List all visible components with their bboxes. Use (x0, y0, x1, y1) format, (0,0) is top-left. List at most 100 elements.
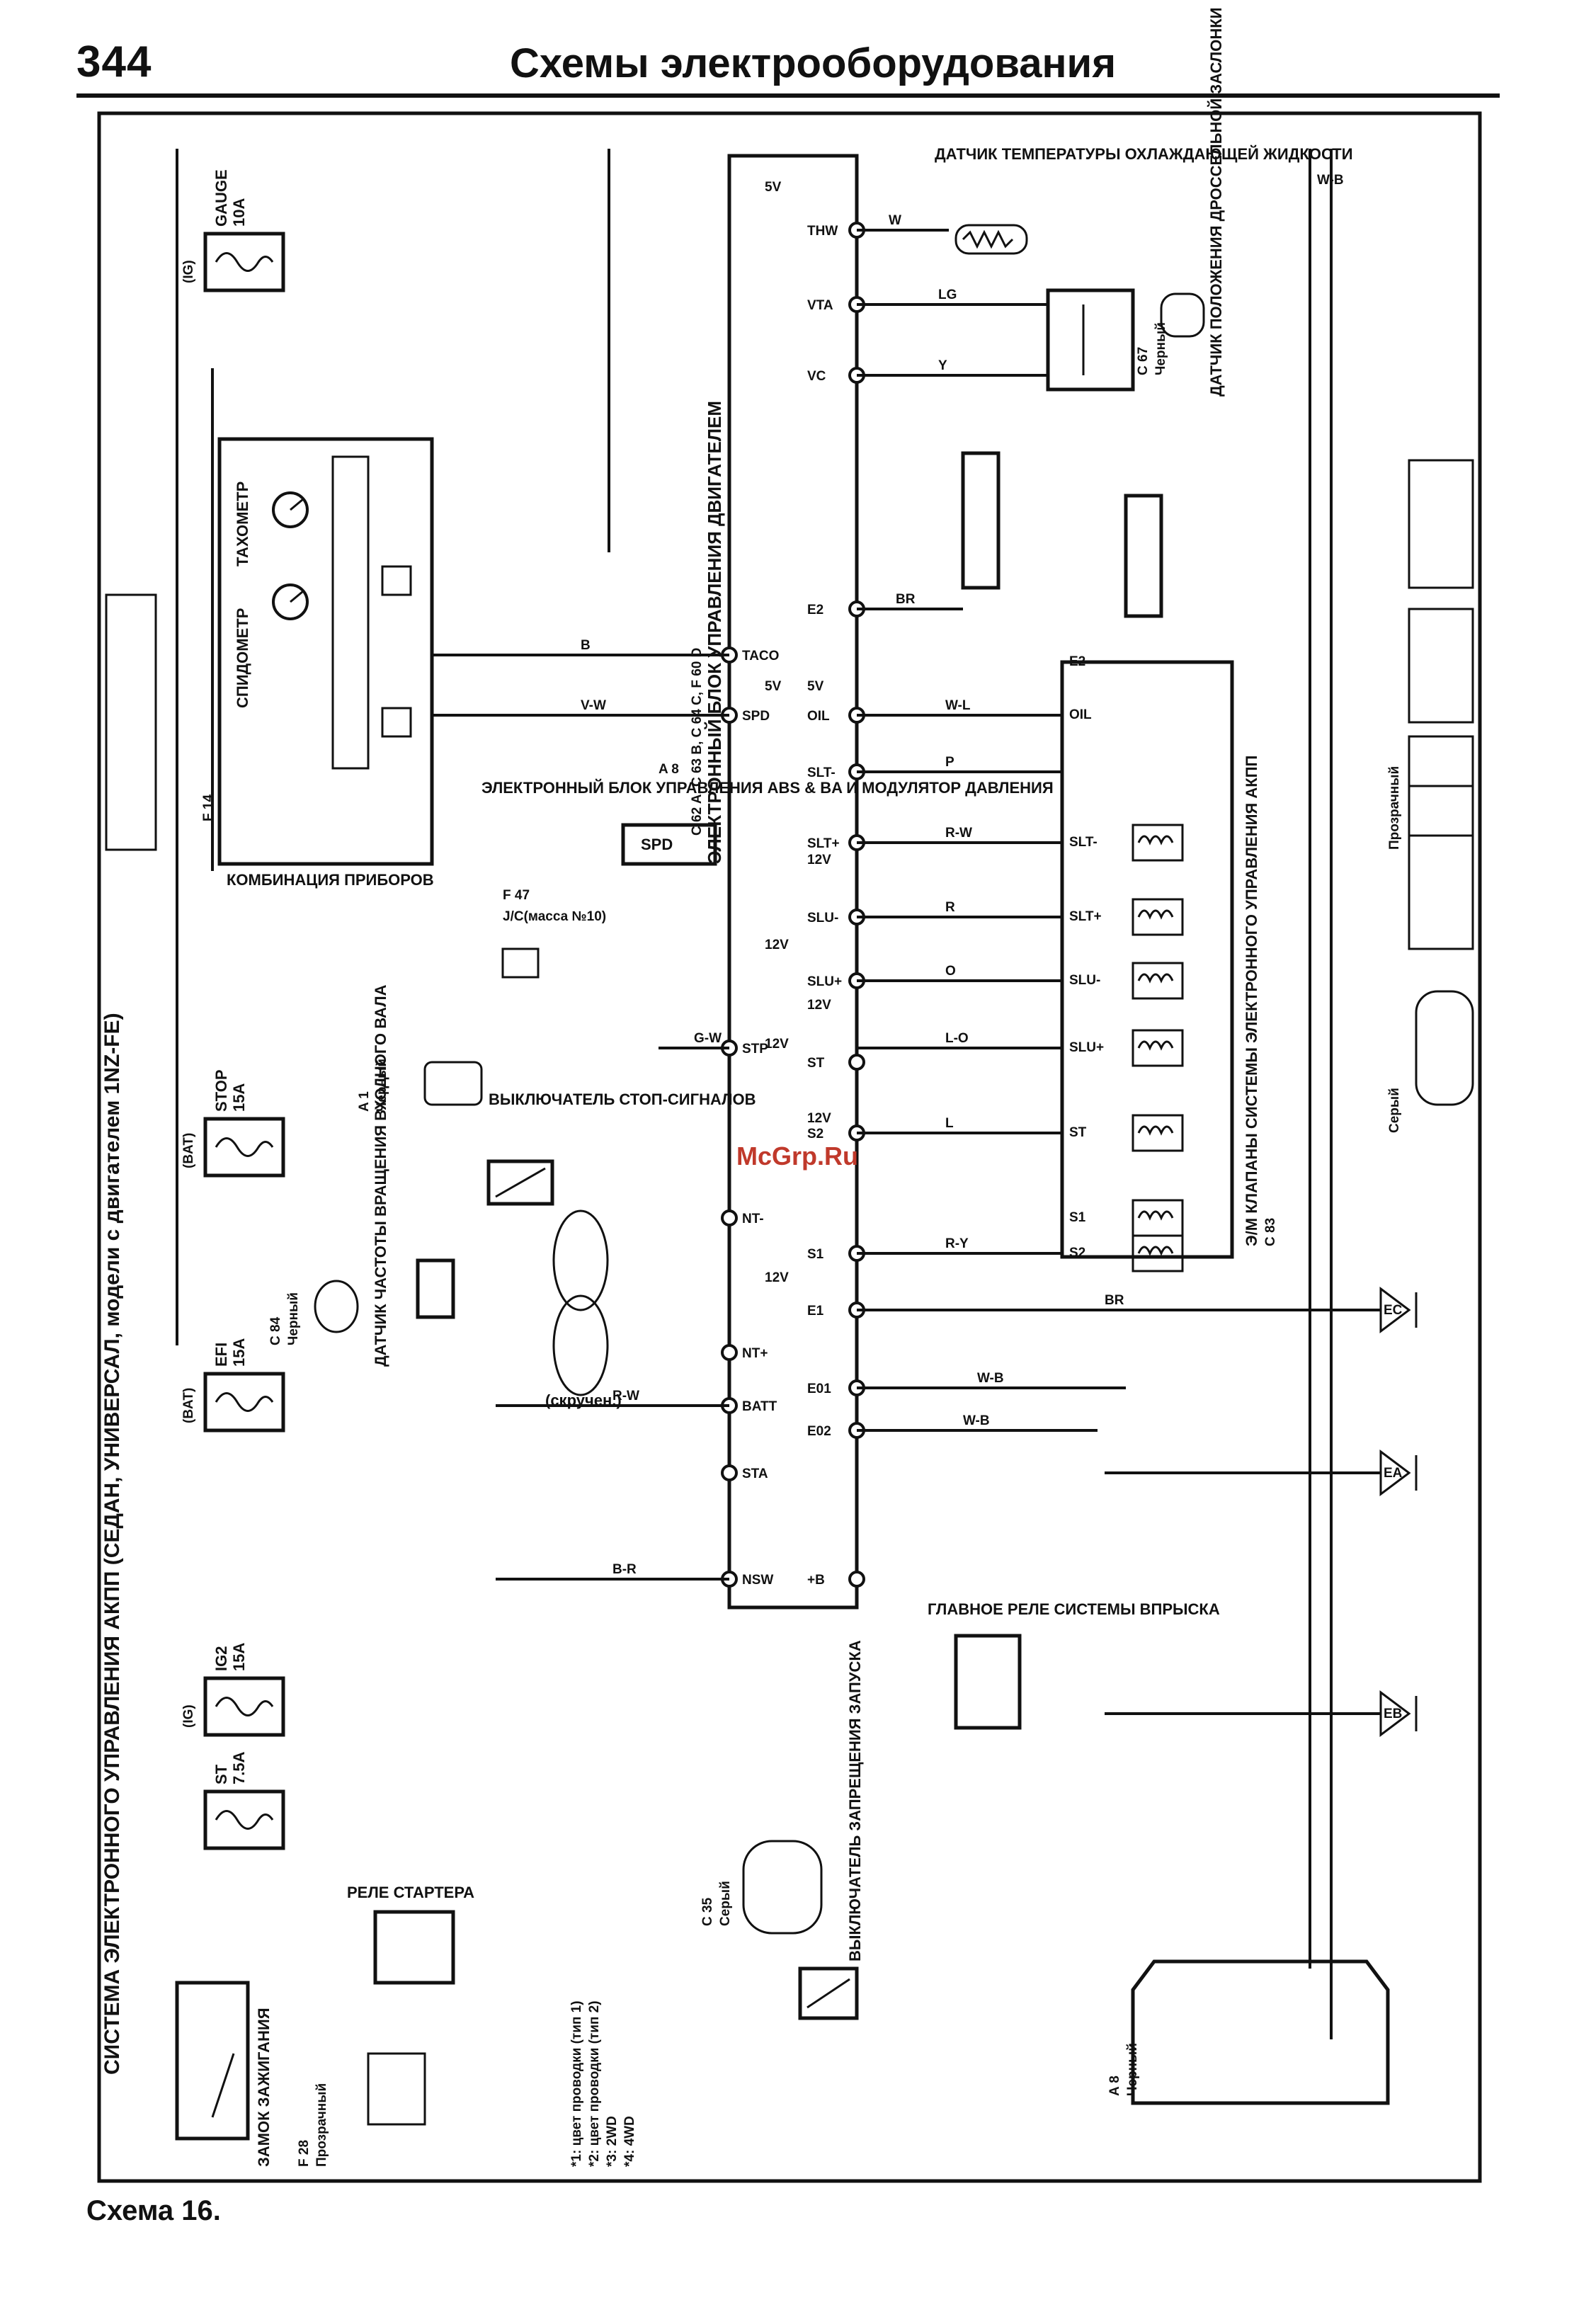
cluster-module-2 (381, 707, 412, 738)
footnotes: *1: цвет проводки (тип 1) *2: цвет прово… (569, 2000, 637, 2167)
ecu-voltage-label: 12V (765, 1270, 789, 1285)
fuse-element-icon (215, 252, 274, 272)
ecu-engine-label: ЭЛЕКТРОННЫЙ БЛОК УПРАВЛЕНИЯ ДВИГАТЕЛЕМ (704, 401, 725, 864)
coolant-sensor-body (954, 224, 1028, 255)
connector-a8-icon (1131, 1959, 1390, 2105)
input-speed-connector-icon (314, 1280, 359, 1333)
ecu-pin-label: E2 (807, 603, 823, 617)
input-speed-sensor-label: ДАТЧИК ЧАСТОТЫ ВРАЩЕНИЯ ВХОДНОГО ВАЛА (372, 984, 389, 1367)
connector-c62-icon (1408, 785, 1474, 950)
ignition-connector-icon (367, 2052, 426, 2126)
fuse-st-icon (203, 1789, 285, 1850)
ecu-pin-label: E1 (807, 1304, 824, 1319)
ecu-pin-label: OIL (807, 709, 830, 724)
instrument-cluster-label: КОМБИНАЦИЯ ПРИБОРОВ (227, 871, 434, 889)
ecu-pin-label: NT+ (742, 1346, 768, 1361)
solenoid-coil-icon (1132, 1234, 1184, 1272)
fuse-source: (BAT) (181, 1133, 196, 1168)
coil-winding-icon (1137, 1210, 1174, 1221)
ground-label: EA (1384, 1466, 1403, 1481)
ecu-pin-label: STA (742, 1467, 768, 1481)
solenoid-coil-icon (1132, 1199, 1184, 1237)
input-speed-ref: C 84 (268, 1316, 283, 1345)
solenoid-pin-slu-: SLU- (1069, 973, 1100, 988)
solenoid-pin-s2: S2 (1069, 1246, 1085, 1260)
wire-color-label: LG (938, 287, 957, 302)
solenoid-pin-slt-: SLT- (1069, 835, 1098, 850)
solenoid-coil-icon (1132, 1114, 1184, 1152)
fuse-rating: 7.5A (230, 1751, 248, 1784)
ignition-ref: F 28 (297, 2140, 312, 2167)
ecu-pin-label: ST (807, 1056, 825, 1071)
connector-a8-color: Черный (1125, 2043, 1140, 2096)
footnote-2: *2: цвет проводки (тип 2) (587, 2000, 602, 2167)
watermark: McGrp.Ru (736, 1141, 859, 1171)
fuse-name: IG2 (212, 1646, 230, 1671)
solenoid-block (1060, 660, 1234, 1259)
wire-color-label: R-Y (945, 1236, 969, 1251)
throttle-sensor-ref: C 67 (1136, 347, 1151, 375)
fuse-element-icon (215, 1697, 274, 1716)
brake-switch-connector-icon (423, 1061, 483, 1106)
solenoid-pin-st: ST (1069, 1125, 1087, 1140)
solenoid-pin-slt+: SLT+ (1069, 909, 1102, 924)
ecu-pin-label: NT- (742, 1212, 764, 1226)
ecu-pin-label: NSW (742, 1573, 773, 1588)
coil-winding-icon (1137, 1246, 1174, 1256)
fuse-name: GAUGE (212, 169, 230, 227)
solenoid-coil-icon (1132, 898, 1184, 936)
ecu-pin-label: SPD (742, 709, 770, 724)
ecu-engine-block (727, 154, 859, 1610)
ecu-pin-label: E02 (807, 1424, 831, 1439)
input-speed-color: Черный (286, 1292, 301, 1345)
ecu-pin-label: SLU+ (807, 974, 842, 989)
ecu-pin-label: E01 (807, 1382, 831, 1396)
solenoids-label: Э/М КЛАПАНЫ СИСТЕМЫ ЭЛЕКТРОННОГО УПРАВЛЕ… (1243, 756, 1260, 1246)
wire-color-label: G-W (694, 1031, 722, 1046)
wire-color-label: R (945, 900, 955, 915)
ecu-pin-label: SLT+ (807, 836, 840, 851)
ecu-pin-label: S2 (807, 1127, 823, 1141)
coil-winding-icon (1137, 909, 1174, 920)
footnote-1: *1: цвет проводки (тип 1) (569, 2000, 584, 2167)
fuse-name: EFI (212, 1343, 230, 1367)
abs-unit-label: ЭЛЕКТРОННЫЙ БЛОК УПРАВЛЕНИЯ ABS & BA И М… (481, 779, 1054, 797)
wire-color-label: P (945, 755, 954, 770)
wire-color-label: V-W (581, 698, 606, 713)
fuse-source: (IG) (181, 260, 196, 283)
ground-mass-label: J/C(масса №10) (503, 909, 606, 924)
abs-unit-pin: SPD (641, 836, 673, 853)
throttle-sensor-block (1046, 288, 1135, 392)
header-rule (76, 93, 1500, 98)
ground-label: EB (1384, 1707, 1402, 1721)
fuse-name: ST (212, 1764, 230, 1784)
park-switch-block (798, 1966, 859, 2020)
wires: WLGYBRW-LPR-WROL-OLR-YBRW-BW-BBV-WG-WR-W… (176, 149, 1381, 2039)
page-number: 344 (76, 38, 152, 86)
speedometer-needle (290, 590, 304, 603)
fuse-rating: 15A (230, 1338, 248, 1367)
ground-label: EC (1384, 1303, 1403, 1318)
connector-c60-icon (1408, 459, 1474, 589)
fuse-source: (IG) (181, 1704, 196, 1728)
abs-unit-block (621, 823, 717, 866)
ecu-pin-label: STP (742, 1042, 768, 1057)
page-title: Схемы электрооборудования (510, 40, 1117, 86)
solenoid-coil-icon (1132, 1029, 1184, 1067)
park-switch-label: ВЫКЛЮЧАТЕЛЬ ЗАПРЕЩЕНИЯ ЗАПУСКА (846, 1640, 864, 1961)
speedometer-label: СПИДОМЕТР (234, 608, 251, 708)
solenoid-pin-e2: E2 (1069, 654, 1085, 669)
wire-color-label: W-L (945, 698, 971, 713)
ignition-switch-block (175, 1981, 250, 2141)
solenoid-pin-slu+: SLU+ (1069, 1040, 1104, 1055)
junction-jc4 (961, 451, 1001, 590)
ecu-pin-label: VC (807, 369, 826, 384)
fuse-element-icon (215, 1810, 274, 1830)
footer-caption: Схема 16. (86, 2195, 221, 2226)
solenoids-ref: C 83 (1263, 1218, 1278, 1246)
wire-color-label: W (889, 213, 901, 228)
wire-color-label: B-R (612, 1562, 637, 1577)
